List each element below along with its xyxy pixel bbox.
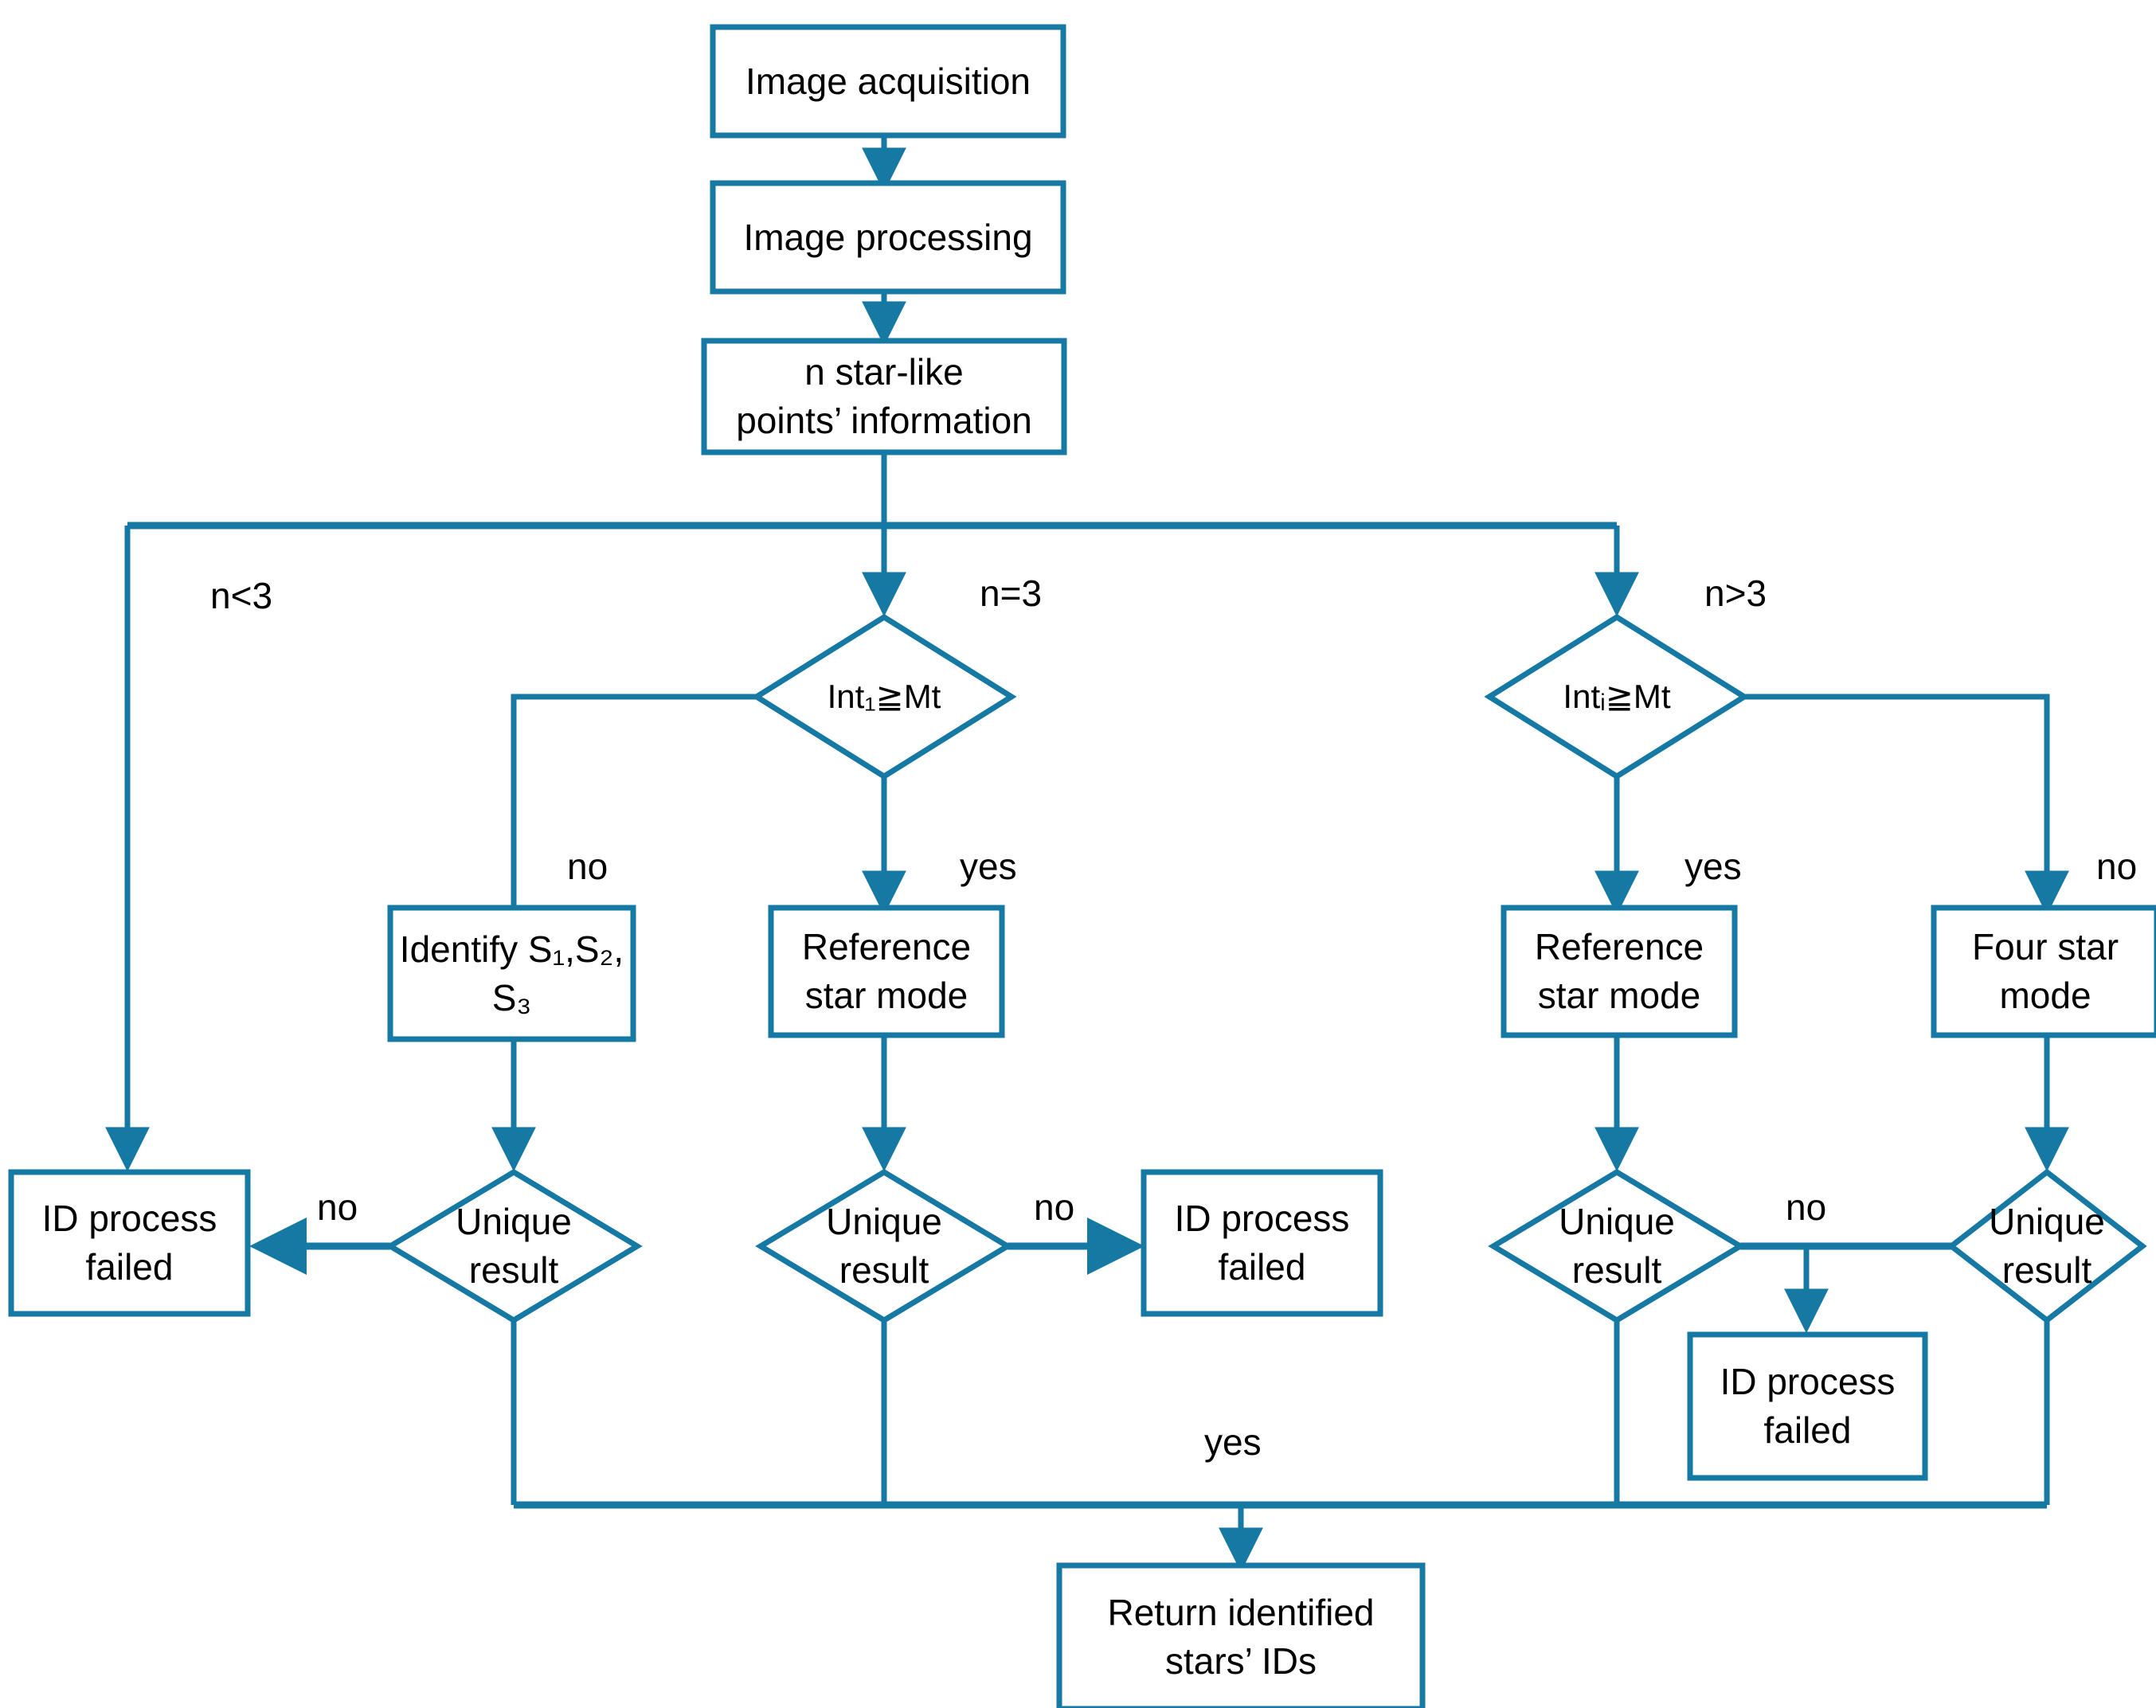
shape-decision-unique-4: [1947, 1168, 2147, 1324]
edge-label-n-gt-3: n>3: [1704, 573, 1767, 614]
edge-label-unique1-no: no: [317, 1186, 358, 1228]
shape-box-identify-s: [387, 905, 636, 1042]
shape-decision-unique-1: [385, 1168, 643, 1324]
shape-box-four-star-mode: [1931, 905, 2156, 1038]
edge-label-inti-no: no: [2096, 846, 2138, 887]
shape-box-image-acquisition: [710, 24, 1066, 139]
shape-box-return-ids: [1056, 1562, 1426, 1708]
edge-label-unique34-no: no: [1786, 1186, 1827, 1228]
shape-box-id-failed-center: [1141, 1169, 1383, 1317]
shape-decision-int1: [751, 613, 1017, 780]
shape-box-star-points-info: [701, 338, 1067, 455]
edge-label-n-less-3: n<3: [210, 575, 273, 616]
shape-decision-inti: [1484, 613, 1750, 780]
shape-box-image-processing: [710, 180, 1066, 295]
shape-decision-unique-2: [755, 1168, 1013, 1324]
shape-box-id-failed-left: [8, 1169, 251, 1317]
shape-box-reference-star-mode-right: [1501, 905, 1738, 1038]
edge-label-int1-yes: yes: [960, 846, 1017, 887]
edge-inti-no: [1744, 694, 2069, 916]
shape-box-reference-star-mode-center: [768, 905, 1005, 1038]
edge-label-int1-no: no: [567, 846, 608, 887]
edge-label-n-eq-3: n=3: [980, 573, 1043, 614]
edge-label-inti-yes: yes: [1684, 846, 1742, 887]
edge-label-unique2-no: no: [1034, 1186, 1075, 1228]
edge-label-converge-yes: yes: [1204, 1421, 1262, 1463]
edge-int1-no: [511, 694, 757, 913]
shape-decision-unique-3: [1488, 1168, 1746, 1324]
shape-box-id-failed-right: [1687, 1331, 1928, 1481]
